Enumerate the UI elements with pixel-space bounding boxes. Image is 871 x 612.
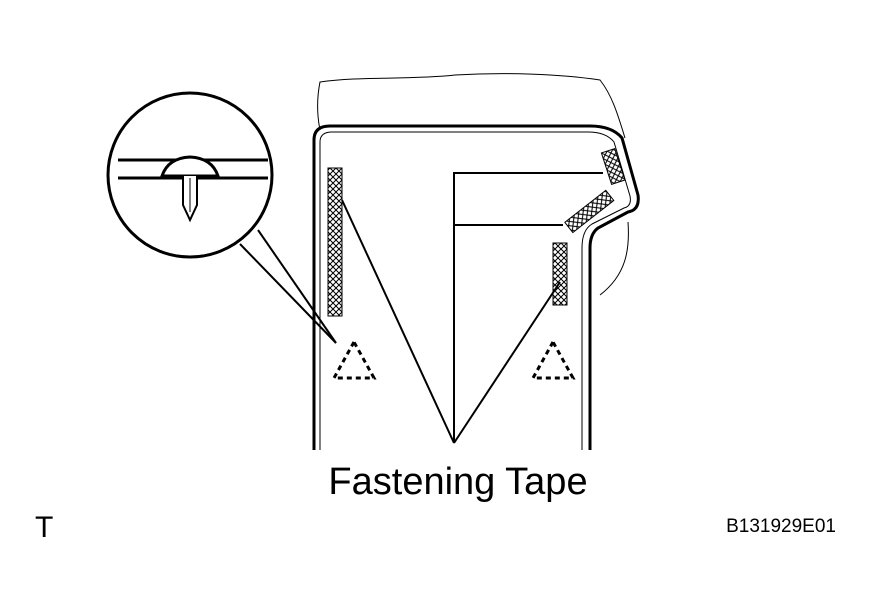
figure-code-label: B131929E01 bbox=[726, 516, 836, 537]
trim-panel-outline bbox=[312, 124, 640, 450]
tape-left bbox=[327, 167, 343, 317]
corner-mark-label: T bbox=[35, 511, 53, 544]
body-outline-right bbox=[599, 221, 629, 296]
trim-panel-inner-outline bbox=[319, 131, 631, 450]
dashed-triangle-icon bbox=[530, 338, 576, 380]
tape-right bbox=[552, 242, 568, 306]
fastening-tape-label: Fastening Tape bbox=[328, 461, 587, 503]
dashed-triangle-icon bbox=[331, 338, 377, 380]
tape-diagonal bbox=[564, 189, 615, 234]
magnified-clip-icon bbox=[106, 91, 337, 344]
tape-leader-lines bbox=[341, 172, 603, 444]
tape-top-right bbox=[600, 147, 626, 185]
body-outline bbox=[317, 73, 626, 139]
